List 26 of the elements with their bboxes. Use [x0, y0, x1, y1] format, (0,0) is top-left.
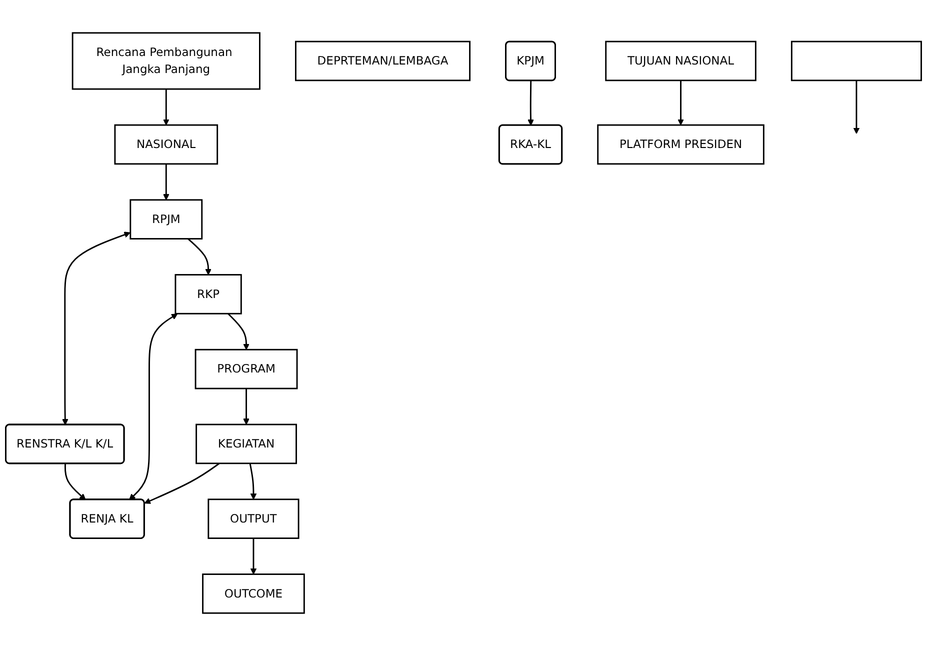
- arrow: [243, 388, 250, 425]
- arrow: [528, 80, 534, 126]
- node-box: PROGRAM: [194, 348, 298, 390]
- node-box: NASIONAL: [114, 124, 218, 165]
- arrow: [853, 80, 860, 134]
- node-box: KEGIATAN: [196, 424, 297, 464]
- node-box: DEPRTEMAN/LEMBAGA: [295, 40, 471, 82]
- arrow: [678, 80, 684, 126]
- arrow: [162, 164, 170, 200]
- arrow: [129, 314, 178, 500]
- node-bar: [790, 40, 922, 82]
- node-box: Rencana Pembangunan Jangka Panjang: [72, 32, 260, 90]
- node-box: RPJM: [130, 199, 203, 240]
- node-box: OUTPUT: [208, 498, 300, 539]
- arrow: [249, 463, 257, 500]
- arrow: [228, 313, 250, 350]
- arrow: [162, 89, 170, 126]
- arrow: [62, 232, 130, 426]
- node-box: OUTCOME: [202, 574, 305, 614]
- arrow: [64, 464, 86, 500]
- arrow: [188, 238, 212, 276]
- node-box: PLATFORM PRESIDEN: [597, 124, 764, 165]
- node-box: RKP: [174, 274, 242, 314]
- arrow: [144, 462, 220, 504]
- arrow: [250, 538, 257, 574]
- node-box: TUJUAN NASIONAL: [605, 40, 756, 82]
